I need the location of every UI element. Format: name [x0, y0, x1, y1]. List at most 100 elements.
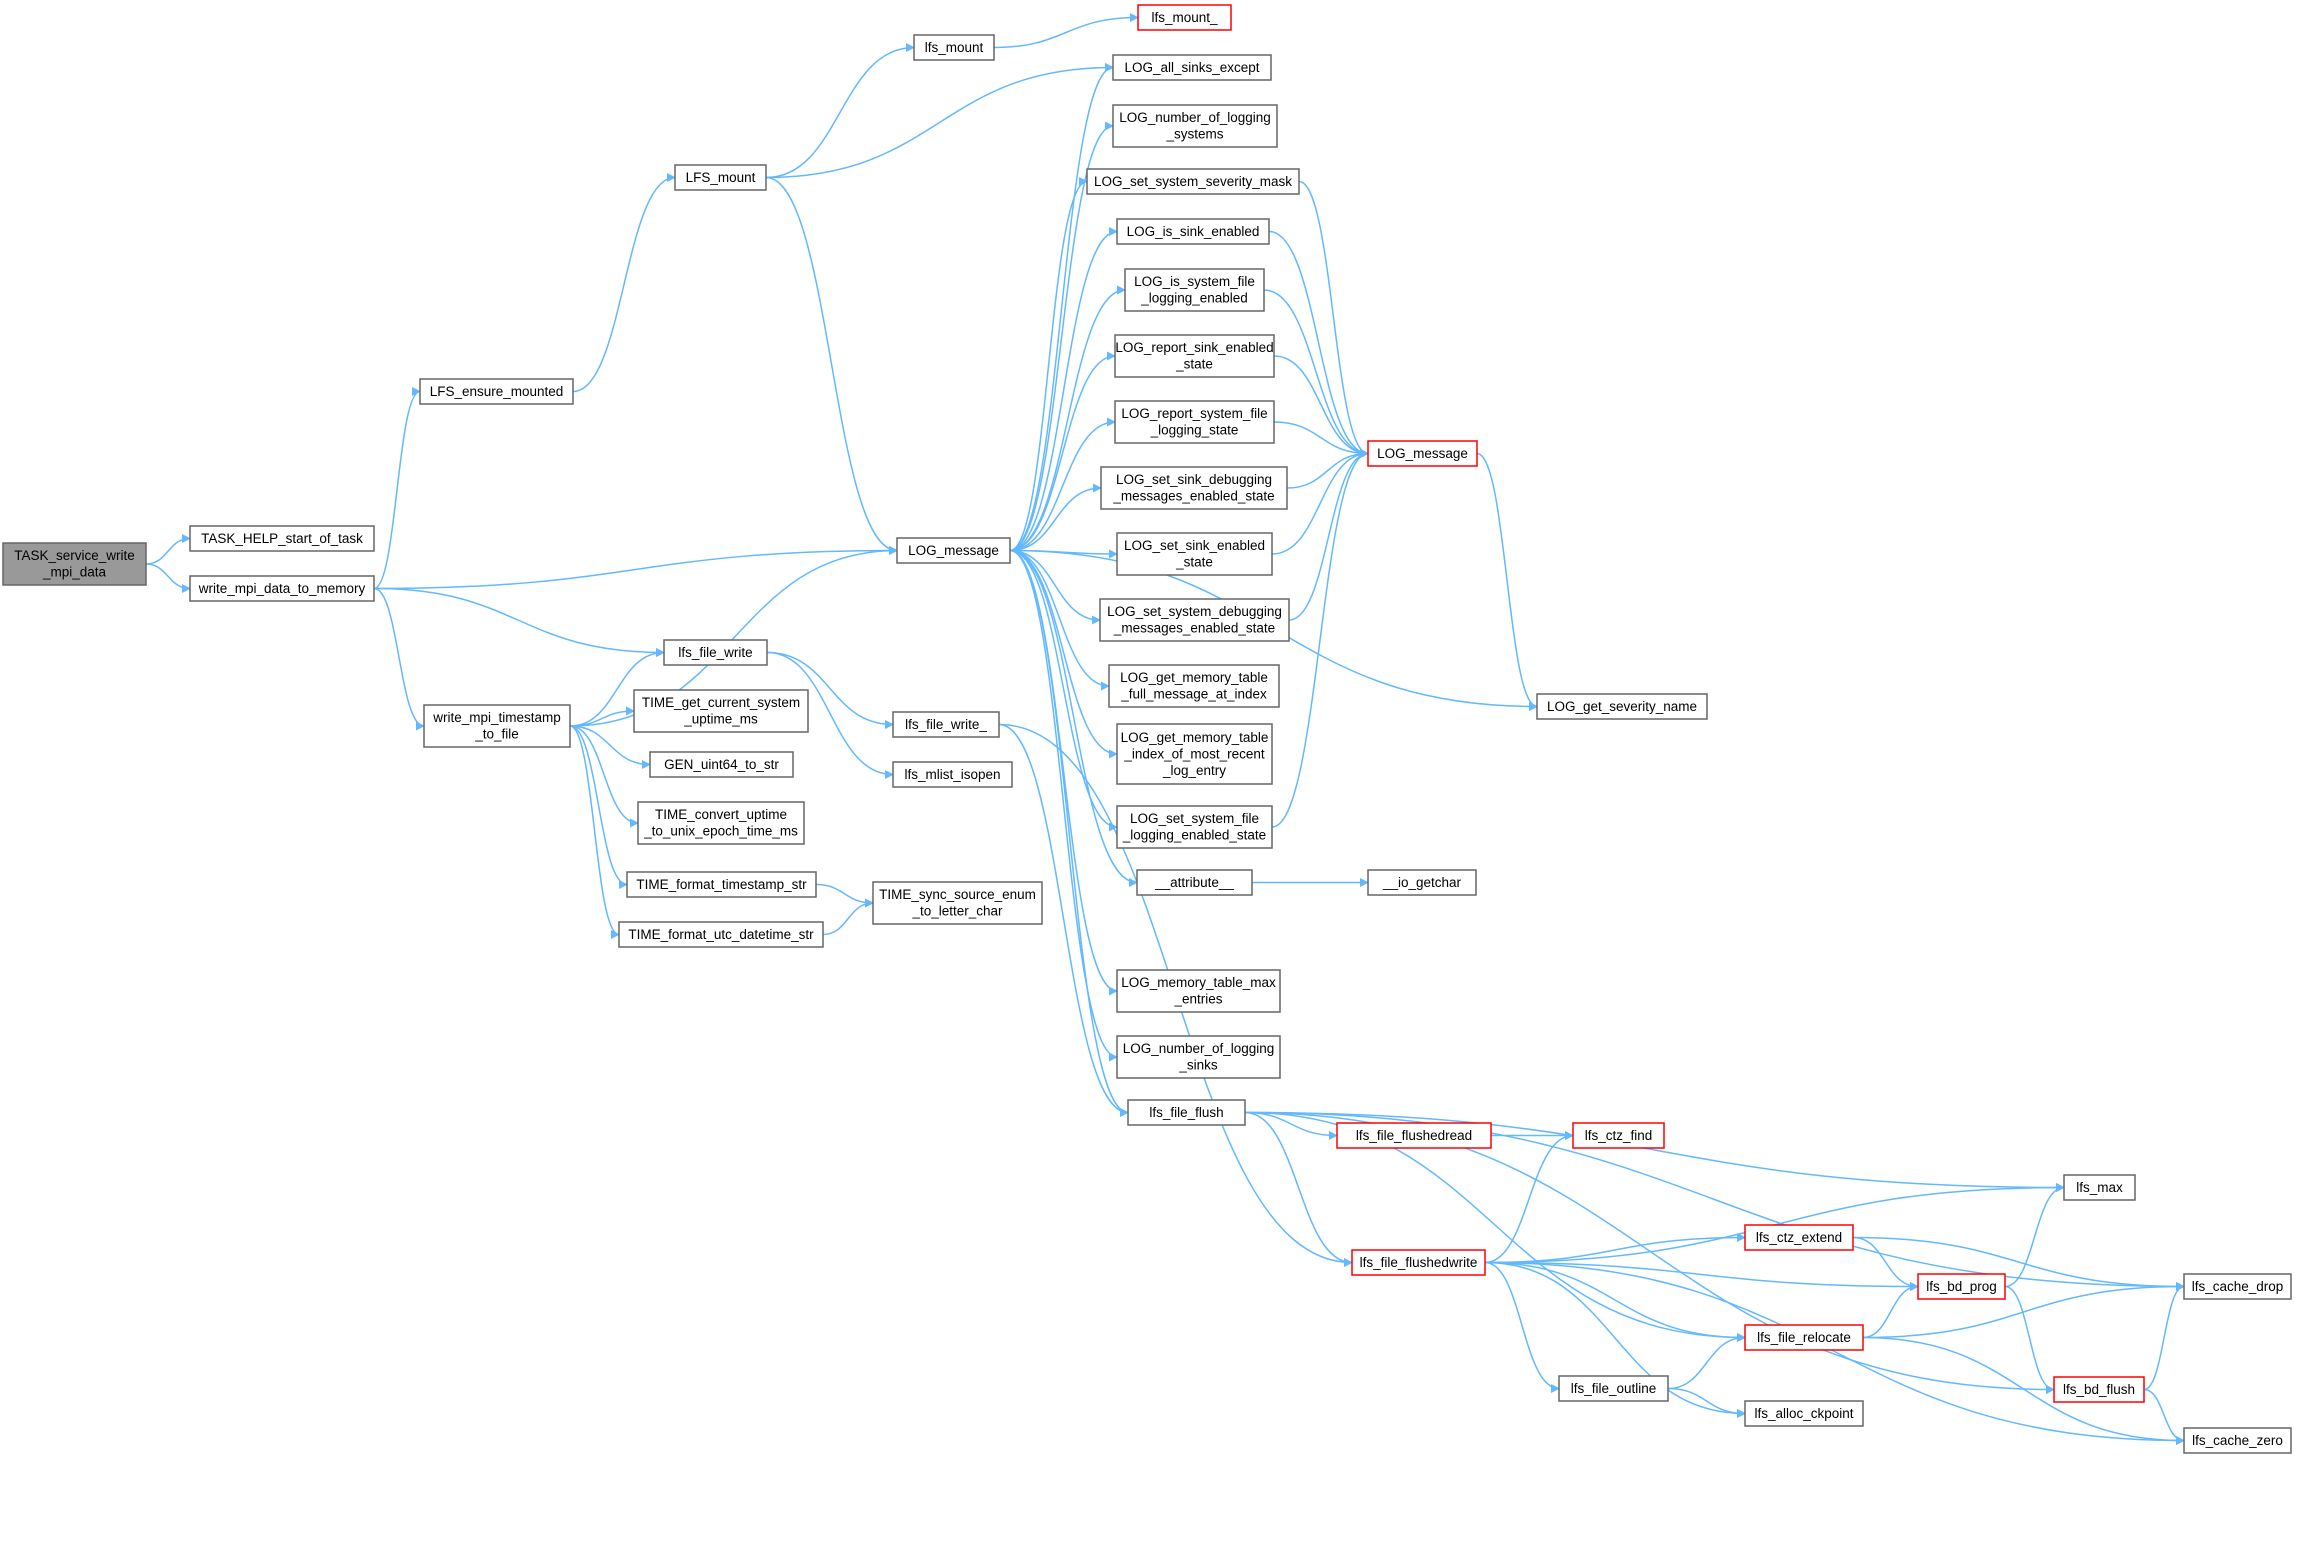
- node-task-service[interactable]: TASK_service_write_mpi_data: [2, 542, 147, 586]
- edge-log-ssm-to-log-message2: [1298, 180, 1369, 458]
- node-lfs-reloc[interactable]: lfs_file_relocate: [1744, 1324, 1864, 1351]
- node-lfs-ffr[interactable]: lfs_file_flushedread: [1336, 1122, 1492, 1149]
- edge-time-fudt-to-time-sync: [822, 898, 874, 936]
- node-log-message[interactable]: LOG_message: [896, 537, 1011, 564]
- edge-lfs-bd-flush-to-lfs-czero: [2143, 1388, 2185, 1445]
- node-box: [1744, 1400, 1864, 1427]
- node-lfs-bd-prog[interactable]: lfs_bd_prog: [1917, 1273, 2006, 1300]
- node-time-gcsu[interactable]: TIME_get_current_system_uptime_ms: [633, 689, 809, 733]
- node-label-line: _full_message_at_index: [1120, 687, 1267, 702]
- node-lfs-cdrop[interactable]: lfs_cache_drop: [2183, 1273, 2292, 1300]
- edge-lfs-reloc-to-lfs-bd-prog: [1862, 1282, 1919, 1339]
- node-log-ssfle[interactable]: LOG_set_system_file_logging_enabled_stat…: [1116, 805, 1273, 849]
- node-lfs-czero[interactable]: lfs_cache_zero: [2183, 1427, 2292, 1454]
- node-log-gmti[interactable]: LOG_get_memory_table_index_of_most_recen…: [1116, 723, 1273, 785]
- node-box: [1744, 1324, 1864, 1351]
- node-box: [2, 542, 147, 586]
- node-lfs-file-write[interactable]: lfs_file_write: [663, 639, 768, 666]
- node-box: [1558, 1375, 1669, 1402]
- node-log-all[interactable]: LOG_all_sinks_except: [1112, 54, 1272, 81]
- node-label-line: lfs_file_flushedwrite: [1360, 1255, 1478, 1270]
- node-write-mem[interactable]: write_mpi_data_to_memory: [189, 575, 375, 602]
- edge-write-mem-to-lfs-ensure: [373, 387, 421, 590]
- node-lfs-mount-[interactable]: lfs_mount_: [1137, 4, 1232, 31]
- node-label-line: _systems: [1165, 127, 1223, 142]
- node-label-line: TIME_convert_uptime: [655, 807, 787, 822]
- node-label-line: lfs_cache_drop: [2192, 1279, 2284, 1294]
- node-time-fts[interactable]: TIME_format_timestamp_str: [626, 871, 817, 898]
- node-lfs-ffw[interactable]: lfs_file_flushedwrite: [1351, 1249, 1486, 1276]
- node-label-line: _entries: [1173, 992, 1222, 1007]
- node-label-line: LOG_number_of_logging: [1119, 110, 1271, 125]
- node-log-rsfls[interactable]: LOG_report_system_file_logging_state: [1114, 400, 1275, 444]
- node-log-message2[interactable]: LOG_message: [1367, 440, 1478, 467]
- node-label-line: lfs_ctz_extend: [1756, 1230, 1842, 1245]
- node-log-ssdme[interactable]: LOG_set_sink_debugging_messages_enabled_…: [1100, 466, 1288, 510]
- node-lfs-outline[interactable]: lfs_file_outline: [1558, 1375, 1669, 1402]
- node-log-ssysdme[interactable]: LOG_set_system_debugging_messages_enable…: [1099, 598, 1290, 642]
- node-label-line: LOG_is_sink_enabled: [1127, 224, 1260, 239]
- edge-wts-to-gen-u64: [569, 725, 651, 769]
- node-time-fudt[interactable]: TIME_format_utc_datetime_str: [618, 921, 824, 948]
- node-label-line: GEN_uint64_to_str: [664, 757, 779, 772]
- node-log-ssm[interactable]: LOG_set_system_severity_mask: [1086, 168, 1300, 195]
- node-time-sync[interactable]: TIME_sync_source_enum_to_letter_char: [872, 881, 1043, 925]
- node-box: [1367, 869, 1477, 896]
- node-box: [189, 525, 375, 552]
- node-box: [423, 704, 571, 748]
- node-log-gmtf[interactable]: LOG_get_memory_table _full_message_at_ind…: [1108, 664, 1280, 708]
- node-label-line: TASK_service_write: [14, 548, 135, 563]
- node-lfs-alloc[interactable]: lfs_alloc_ckpoint: [1744, 1400, 1864, 1427]
- node-label-line: LOG_number_of_logging: [1123, 1041, 1275, 1056]
- node-lfs-ctz-ext[interactable]: lfs_ctz_extend: [1744, 1224, 1854, 1251]
- edge-log-message-to-log-ssysdme: [1009, 549, 1101, 625]
- node-lfs-mount[interactable]: lfs_mount: [913, 34, 995, 61]
- node-time-cvt[interactable]: TIME_convert_uptime_to_unix_epoch_time_m…: [637, 801, 805, 845]
- edge-log-message-to-log-ssfle: [1009, 549, 1118, 832]
- node-box: [892, 761, 1013, 788]
- node-label-line: LOG_set_sink_debugging: [1116, 472, 1272, 487]
- node-lfs-file-flush[interactable]: lfs_file_flush: [1127, 1099, 1246, 1126]
- node-lfs-max[interactable]: lfs_max: [2063, 1174, 2136, 1201]
- node-box: [2183, 1427, 2292, 1454]
- node-task-help[interactable]: TASK_HELP_start_of_task: [189, 525, 375, 552]
- node-lfs-ctz-find[interactable]: lfs_ctz_find: [1572, 1122, 1665, 1149]
- node-box: [674, 164, 767, 191]
- edge-lfs-bd-flush-to-lfs-cdrop: [2143, 1282, 2185, 1391]
- node-label-line: LOG_set_system_severity_mask: [1094, 174, 1292, 189]
- edge-wts-to-lfs-file-write: [569, 648, 665, 727]
- node-lfs-ensure[interactable]: LFS_ensure_mounted: [419, 378, 574, 405]
- node-box: [1116, 805, 1273, 849]
- node-box: [1137, 4, 1232, 31]
- node-io-getchar[interactable]: __io_getchar: [1367, 869, 1477, 896]
- edge-LFS-mount-to-lfs-mount: [765, 43, 915, 179]
- node-attr[interactable]: __attribute__: [1136, 869, 1253, 896]
- node-lfs-file-write-[interactable]: lfs_file_write_: [892, 711, 1000, 738]
- node-log-sses[interactable]: LOG_set_sink_enabled_state: [1116, 532, 1273, 576]
- node-box: [1108, 664, 1280, 708]
- node-label-line: LOG_get_memory_table: [1120, 670, 1268, 685]
- node-wts[interactable]: write_mpi_timestamp_to_file: [423, 704, 571, 748]
- node-label-line: lfs_alloc_ckpoint: [1754, 1406, 1853, 1421]
- node-log-isfle[interactable]: LOG_is_system_file_logging_enabled: [1124, 268, 1265, 312]
- node-label-line: lfs_ctz_find: [1585, 1128, 1653, 1143]
- node-lfs-mlist[interactable]: lfs_mlist_isopen: [892, 761, 1013, 788]
- edge-lfs-ctz-ext-to-lfs-cdrop: [1852, 1236, 2185, 1291]
- node-log-nls[interactable]: LOG_number_of_logging_sinks: [1116, 1035, 1281, 1079]
- node-log-numsys[interactable]: LOG_number_of_logging _systems: [1112, 104, 1278, 148]
- node-box: [1116, 218, 1270, 245]
- node-label-line: LOG_all_sinks_except: [1124, 60, 1259, 75]
- node-label-line: TIME_format_timestamp_str: [636, 877, 807, 892]
- node-label-line: LOG_get_severity_name: [1547, 699, 1697, 714]
- edge-lfs-bd-prog-to-lfs-max: [2004, 1183, 2065, 1288]
- node-box: [1124, 268, 1265, 312]
- node-LFS-mount[interactable]: LFS_mount: [674, 164, 767, 191]
- node-log-gsn[interactable]: LOG_get_severity_name: [1536, 693, 1708, 720]
- edge-log-message-to-log-numsys: [1009, 121, 1114, 552]
- node-lfs-bd-flush[interactable]: lfs_bd_flush: [2053, 1376, 2145, 1403]
- node-gen-u64[interactable]: GEN_uint64_to_str: [649, 751, 794, 778]
- node-log-rsse[interactable]: LOG_report_sink_enabled_state: [1114, 334, 1275, 378]
- node-log-mtme[interactable]: LOG_memory_table_max_entries: [1116, 969, 1281, 1013]
- node-label-line: LOG_get_memory_table: [1121, 730, 1269, 745]
- node-log-ise[interactable]: LOG_is_sink_enabled: [1116, 218, 1270, 245]
